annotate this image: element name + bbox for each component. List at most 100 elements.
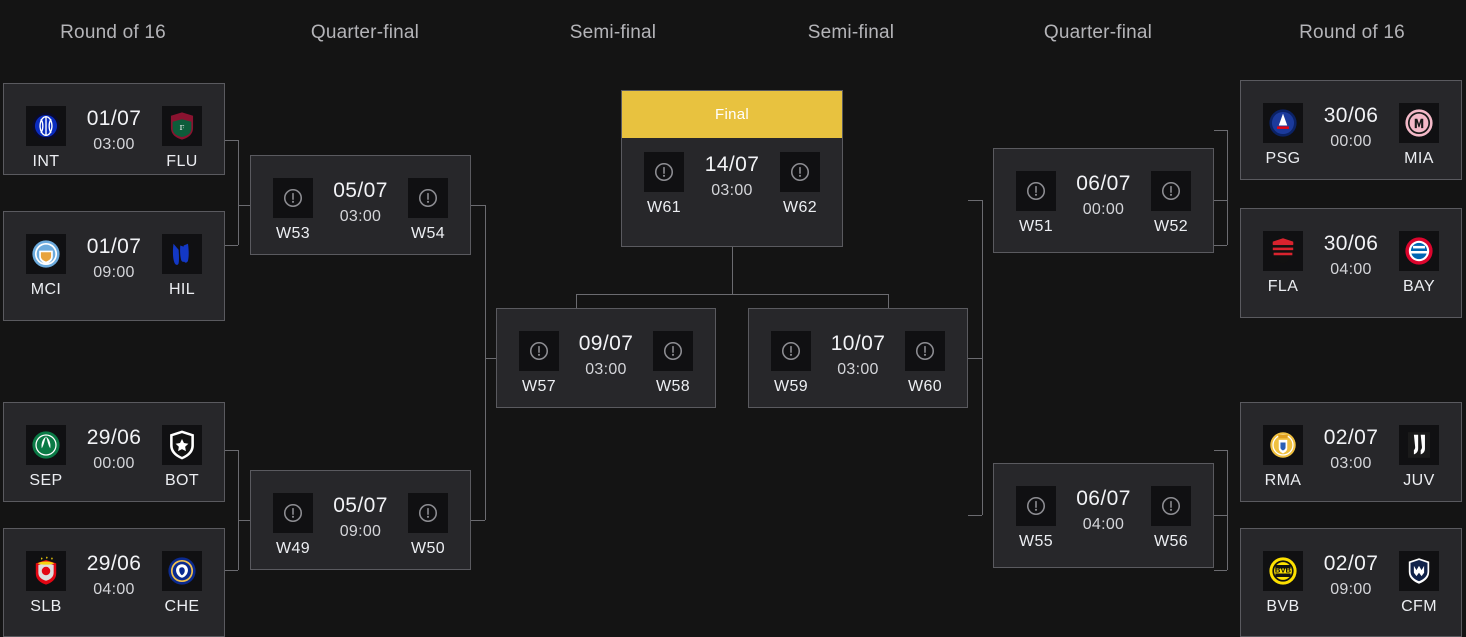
connector-line [485, 358, 496, 359]
round-header-3: Semi-final [569, 22, 657, 43]
connector-line [225, 450, 238, 451]
away-team[interactable]: MIA [1381, 103, 1457, 168]
home-team[interactable]: W53 [255, 178, 331, 243]
connector-line [238, 140, 239, 245]
botafogo-crest [162, 425, 202, 465]
chelsea-crest [162, 551, 202, 591]
away-team[interactable]: BOT [144, 425, 220, 490]
alert-circle-icon [905, 331, 945, 371]
away-team-abbr: CFM [1401, 598, 1437, 615]
bayern-munich-crest [1399, 231, 1439, 271]
away-team[interactable]: CFM [1381, 551, 1457, 616]
home-team[interactable]: FLA [1245, 231, 1321, 296]
home-team-abbr: W53 [275, 225, 311, 242]
away-team[interactable]: W60 [887, 331, 963, 396]
alert-circle-icon [273, 493, 313, 533]
away-team-abbr: W56 [1153, 533, 1189, 550]
connector-line [225, 245, 238, 246]
connector-line [968, 358, 982, 359]
connector-line [485, 205, 486, 520]
home-team[interactable]: W51 [998, 171, 1074, 236]
away-team-abbr: BAY [1402, 278, 1436, 295]
home-team[interactable]: RMA [1245, 425, 1321, 490]
alert-circle-icon [1151, 486, 1191, 526]
away-team[interactable]: W54 [390, 178, 466, 243]
svg-text:BVB: BVB [1275, 566, 1292, 575]
inter-miami-crest [1399, 103, 1439, 143]
away-team-abbr: MIA [1404, 150, 1434, 167]
away-team[interactable]: W62 [762, 152, 838, 217]
home-team[interactable]: W61 [626, 152, 702, 217]
alert-circle-icon [273, 178, 313, 218]
home-team-abbr: INT [32, 153, 60, 170]
home-team-abbr: RMA [1264, 472, 1302, 489]
connector-line [1214, 515, 1227, 516]
round-header-6: Round of 16 [1299, 22, 1405, 43]
home-team[interactable]: W57 [501, 331, 577, 396]
away-team[interactable]: W56 [1133, 486, 1209, 551]
home-team-abbr: SLB [30, 598, 62, 615]
away-team-abbr: CHE [164, 598, 200, 615]
connector-line [1227, 130, 1228, 245]
connector-line [225, 140, 238, 141]
away-team-abbr: JUV [1403, 472, 1435, 489]
alert-circle-icon [771, 331, 811, 371]
final-label: Final [622, 91, 842, 138]
away-team[interactable]: JUV [1381, 425, 1457, 490]
home-team-abbr: W61 [646, 199, 682, 216]
home-team-abbr: FLA [1267, 278, 1299, 295]
alert-circle-icon [644, 152, 684, 192]
real-madrid-crest [1263, 425, 1303, 465]
away-team[interactable]: W58 [635, 331, 711, 396]
away-team-abbr: W52 [1153, 218, 1189, 235]
away-team[interactable]: W50 [390, 493, 466, 558]
connector-line [968, 515, 982, 516]
connector-line [238, 450, 239, 570]
alert-circle-icon [1151, 171, 1191, 211]
alert-circle-icon [1016, 171, 1056, 211]
away-team-abbr: W62 [782, 199, 818, 216]
home-team[interactable]: W49 [255, 493, 331, 558]
away-team[interactable]: W52 [1133, 171, 1209, 236]
connector-line [471, 205, 485, 206]
connector-line [238, 520, 250, 521]
home-team[interactable]: SEP [8, 425, 84, 490]
home-team[interactable]: SLB [8, 551, 84, 616]
home-team[interactable]: PSG [1245, 103, 1321, 168]
home-team[interactable]: W55 [998, 486, 1074, 551]
alert-circle-icon [653, 331, 693, 371]
alert-circle-icon [408, 178, 448, 218]
home-team[interactable]: W59 [753, 331, 829, 396]
away-team[interactable]: BAY [1381, 231, 1457, 296]
home-team[interactable]: MCI [8, 234, 84, 299]
home-team[interactable]: INT [8, 106, 84, 171]
away-team[interactable]: CHE [144, 551, 220, 616]
connector-line [1214, 200, 1227, 201]
away-team[interactable]: HIL [144, 234, 220, 299]
away-team-abbr: W50 [410, 540, 446, 557]
